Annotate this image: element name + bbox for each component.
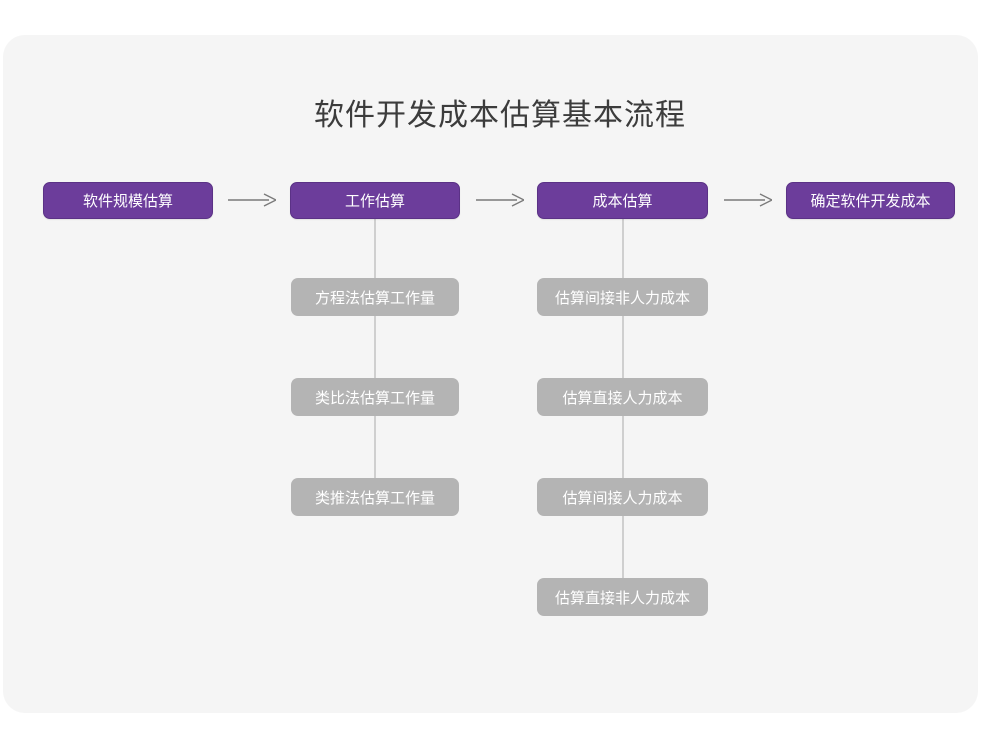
main-step-label: 软件规模估算 <box>82 193 173 210</box>
main-step-label: 确定软件开发成本 <box>810 193 931 210</box>
main-step-label: 成本估算 <box>592 193 653 210</box>
arrow-step3-step4-icon <box>724 192 772 208</box>
branch-item-label: 类比法估算工作量 <box>314 389 435 407</box>
main-step-1[interactable]: 软件规模估算 <box>43 182 213 219</box>
branch-item-label: 估算直接非人力成本 <box>554 589 690 607</box>
branch-item-label: 估算间接非人力成本 <box>554 289 690 307</box>
main-step-2[interactable]: 工作估算 <box>290 182 460 219</box>
branch-item-label: 方程法估算工作量 <box>314 289 435 307</box>
main-step-4[interactable]: 确定软件开发成本 <box>786 182 955 219</box>
branch-item-label: 类推法估算工作量 <box>314 489 435 507</box>
branch-1-item-3[interactable]: 类推法估算工作量 <box>291 478 459 516</box>
arrow-step2-step3-icon <box>476 192 524 208</box>
branch-item-label: 估算间接人力成本 <box>562 489 683 507</box>
branch-item-label: 估算直接人力成本 <box>562 389 683 407</box>
branch-2-item-1[interactable]: 估算间接非人力成本 <box>537 278 708 316</box>
branch-1-item-2[interactable]: 类比法估算工作量 <box>291 378 459 416</box>
main-step-label: 工作估算 <box>344 193 405 210</box>
branch-connector-1 <box>374 219 376 497</box>
arrow-step1-step2-icon <box>228 192 276 208</box>
branch-1-item-1[interactable]: 方程法估算工作量 <box>291 278 459 316</box>
diagram-card <box>3 35 978 713</box>
page-title: 软件开发成本估算基本流程 <box>314 99 686 132</box>
branch-2-item-2[interactable]: 估算直接人力成本 <box>537 378 708 416</box>
branch-2-item-3[interactable]: 估算间接人力成本 <box>537 478 708 516</box>
main-step-3[interactable]: 成本估算 <box>537 182 708 219</box>
branch-2-item-4[interactable]: 估算直接非人力成本 <box>537 578 708 616</box>
